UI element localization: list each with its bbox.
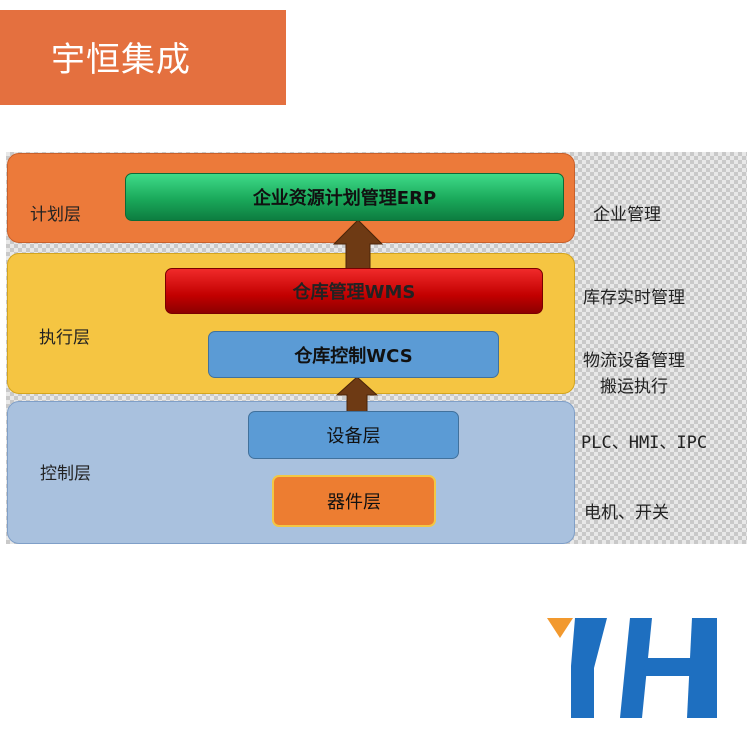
exec-layer-label: 执行层	[39, 328, 90, 348]
side-label-handling: 搬运执行	[600, 377, 668, 397]
side-label-enterprise: 企业管理	[593, 205, 661, 225]
up-arrow-erp	[332, 219, 384, 270]
side-label-devices: PLC、HMI、IPC	[581, 433, 708, 453]
wms-box: 仓库管理WMS	[165, 268, 543, 314]
erp-box: 企业资源计划管理ERP	[125, 173, 564, 221]
device-layer-box: 设备层	[248, 411, 459, 459]
up-arrow-wcs	[335, 376, 379, 415]
ctrl-layer-label: 控制层	[40, 464, 91, 484]
wcs-box: 仓库控制WCS	[208, 331, 499, 378]
side-label-inventory: 库存实时管理	[583, 288, 685, 308]
side-label-logistics: 物流设备管理	[583, 351, 685, 371]
plan-layer-label: 计划层	[30, 205, 81, 225]
component-layer-box: 器件层	[272, 475, 436, 527]
brand-title: 宇恒集成	[51, 40, 191, 80]
side-label-components: 电机、开关	[584, 503, 669, 523]
yh-logo	[547, 618, 717, 718]
brand-banner	[0, 10, 286, 105]
